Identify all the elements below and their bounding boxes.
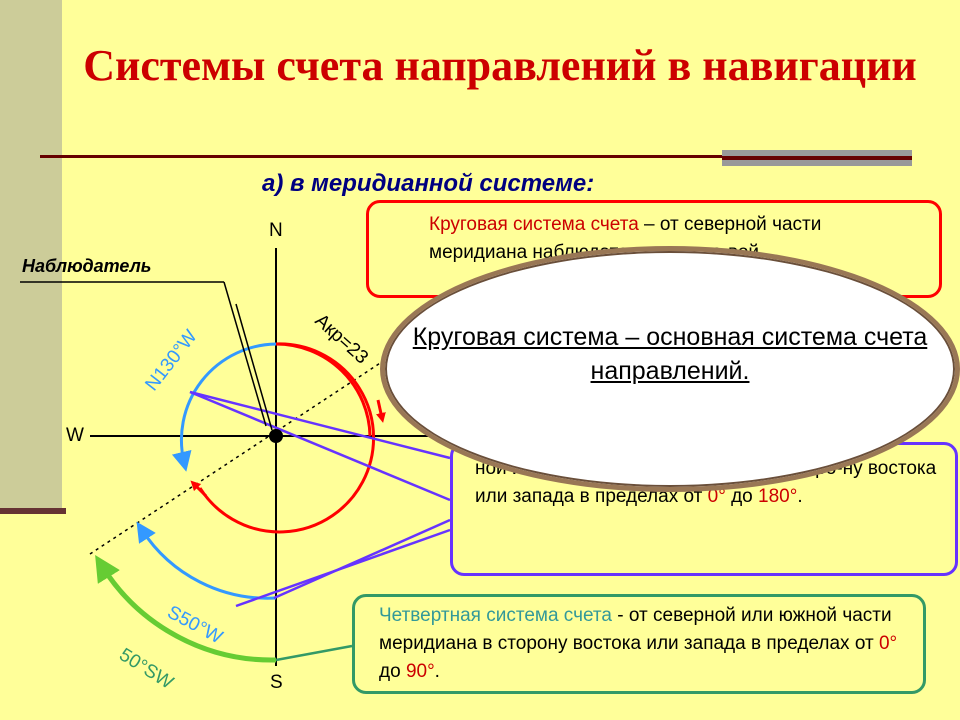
callout-oval	[380, 246, 960, 492]
left-sidebar-band	[0, 0, 62, 512]
label-circular-bearing: Акр=23	[311, 310, 372, 368]
circular-system-term: Круговая система счета	[429, 214, 639, 235]
quarter-system-term: Четвертная система счета	[379, 605, 612, 626]
circular-arc-start	[275, 342, 372, 437]
compass-west-label: W	[66, 425, 84, 446]
section-subtitle: а) в меридианной системе:	[262, 170, 595, 197]
quarter-to-value: 90°	[405, 661, 435, 682]
connector-line-2	[189, 390, 451, 502]
circular-arrow-left	[190, 480, 208, 498]
slide-title: Системы счета направлений в навигации	[83, 41, 917, 90]
connector-line-4	[273, 518, 451, 600]
left-sidebar-edge	[0, 508, 66, 514]
observer-point	[269, 429, 283, 443]
observer-pointer	[223, 281, 267, 427]
semicircular-north-arc	[171, 342, 277, 472]
label-semicircular-north: N130°W	[141, 326, 201, 395]
quarter-system-box: Четвертная система счета - от северной и…	[352, 594, 926, 694]
label-quarter: 50°SW	[115, 644, 177, 693]
semicircular-end: .	[797, 486, 803, 507]
compass-south-label: S	[270, 672, 283, 693]
quarter-connector	[275, 644, 353, 662]
semicircular-south-arc	[136, 521, 277, 600]
semicircular-from-value: 0°	[707, 486, 726, 507]
circular-arc	[198, 342, 376, 534]
quarter-to-word: до	[379, 661, 406, 682]
connector-line-1	[189, 390, 451, 460]
callout-text: Круговая система – основная система счет…	[412, 323, 928, 385]
title-divider	[40, 155, 912, 158]
circular-arrow-right	[376, 399, 386, 423]
quarter-arc	[95, 554, 277, 663]
quarter-end: .	[434, 661, 440, 682]
bearing-line	[89, 349, 401, 555]
observer-label: Наблюдатель	[22, 256, 152, 276]
compass-north-label: N	[269, 220, 283, 241]
label-semicircular-south: S50°W	[164, 602, 226, 648]
title-divider-accent-line	[722, 156, 912, 160]
observer-pointer-2	[235, 303, 273, 431]
semicircular-to-word: до	[725, 486, 759, 507]
semicircular-to-value: 180°	[758, 486, 798, 507]
quarter-system-text: - от северной или южной части меридиана …	[379, 605, 892, 654]
quarter-from-value: 0°	[878, 633, 898, 654]
